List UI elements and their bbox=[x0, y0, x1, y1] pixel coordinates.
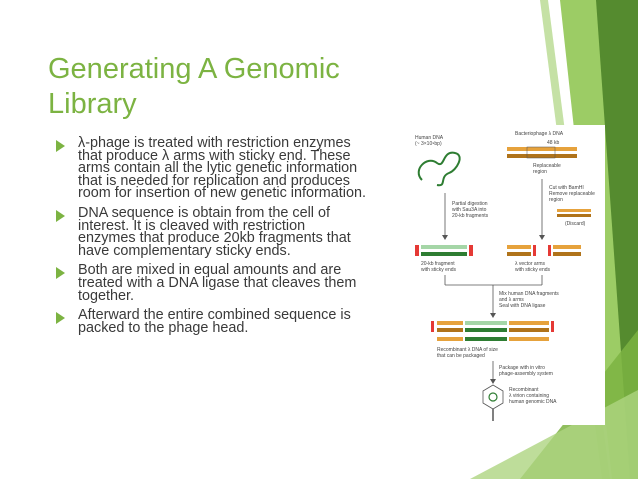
bullet-arrow-icon bbox=[56, 140, 65, 152]
label-partial-3: 20-kb fragments bbox=[452, 213, 489, 219]
label-arms-2: with sticky ends bbox=[515, 267, 551, 273]
bullet-text: λ-phage is treated with restriction enzy… bbox=[78, 135, 366, 202]
label-human-dna: Human DNA bbox=[415, 135, 444, 141]
phage-dna-top bbox=[507, 147, 577, 151]
label-partial-1: Partial digestion bbox=[452, 201, 488, 207]
bullet-item: DNA sequence is obtain from the cell of … bbox=[56, 204, 366, 259]
bullet-list: λ-phage is treated with restriction enzy… bbox=[56, 135, 366, 341]
phage-dna-bottom bbox=[507, 154, 577, 158]
genomic-library-diagram: Human DNA (~ 3×10⁹bp) Bacteriophage λ DN… bbox=[407, 125, 605, 425]
label-virion-2: λ virion containing bbox=[509, 393, 549, 399]
label-mix-3: Seal with DNA ligase bbox=[499, 303, 546, 309]
label-fragment-1: 20-kb fragment bbox=[421, 261, 455, 267]
bullet-arrow-icon bbox=[56, 209, 65, 222]
bullet-text: Both are mixed in equal amounts and are … bbox=[78, 262, 357, 304]
bullet-item: Both are mixed in equal amounts and are … bbox=[56, 262, 366, 304]
label-cut-3: region bbox=[549, 197, 563, 203]
label-cut-2: Remove replaceable bbox=[549, 191, 595, 197]
label-pack-1: Package with in vitro bbox=[499, 365, 545, 371]
human-dna-strand bbox=[417, 151, 461, 187]
bullet-arrow-icon bbox=[56, 267, 65, 280]
label-cut-1: Cut with BamHI bbox=[549, 185, 584, 191]
label-recomb-1: Recombinant λ DNA of size bbox=[437, 347, 498, 353]
label-fragment-2: with sticky ends bbox=[421, 267, 457, 273]
label-region: region bbox=[533, 169, 547, 175]
bullet-item: Afterward the entire combined sequence i… bbox=[56, 307, 366, 336]
label-replaceable: Replaceable bbox=[533, 163, 561, 169]
label-recomb-2: that can be packaged bbox=[437, 353, 485, 359]
label-bacteriophage: Bacteriophage λ DNA bbox=[515, 131, 564, 137]
bullet-arrow-icon bbox=[56, 312, 65, 325]
bullet-item: λ-phage is treated with restriction enzy… bbox=[56, 135, 366, 202]
human-fragment-top bbox=[421, 245, 467, 249]
label-virion-1: Recombinant bbox=[509, 387, 539, 393]
label-48kb: 48 kb bbox=[547, 140, 559, 146]
diagram-svg: Human DNA (~ 3×10⁹bp) Bacteriophage λ DN… bbox=[407, 125, 605, 425]
label-discard: (Discard) bbox=[565, 221, 586, 227]
label-virion-3: human genomic DNA bbox=[509, 399, 557, 405]
bullet-text: Afterward the entire combined sequence i… bbox=[78, 307, 351, 336]
replaceable-region-box bbox=[526, 146, 556, 159]
label-human-dna-size: (~ 3×10⁹bp) bbox=[415, 141, 442, 147]
human-fragment-bottom bbox=[421, 252, 467, 256]
label-partial-2: with Sau3A into bbox=[452, 207, 487, 213]
label-arms-1: λ vector arms bbox=[515, 261, 546, 267]
label-mix-2: and λ arms bbox=[499, 297, 524, 303]
slide-title: Generating A Genomic Library bbox=[48, 53, 340, 120]
label-pack-2: phage-assembly system bbox=[499, 371, 553, 377]
label-mix-1: Mix human DNA fragments bbox=[499, 291, 559, 297]
bullet-text: DNA sequence is obtain from the cell of … bbox=[78, 204, 351, 259]
